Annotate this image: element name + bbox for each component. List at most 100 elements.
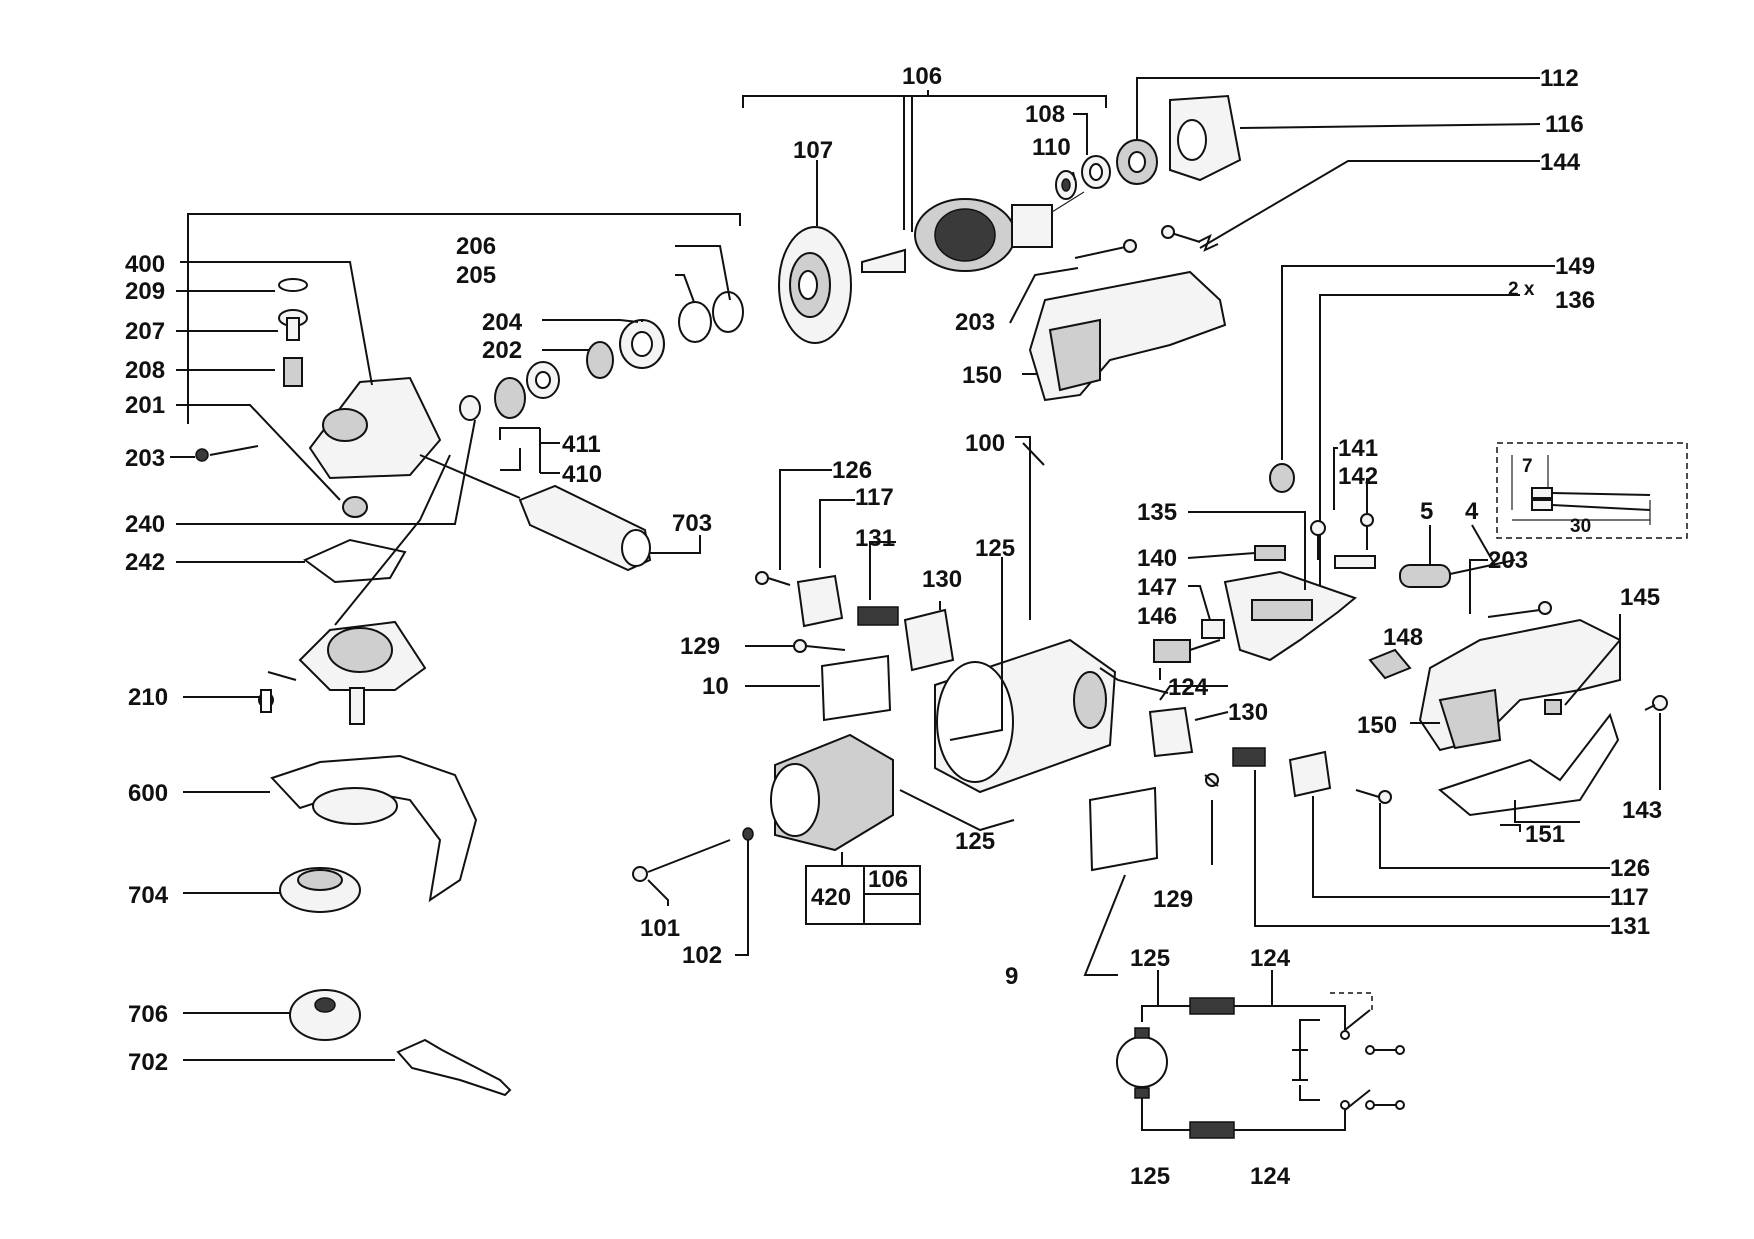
label-131-bot: 131: [1610, 913, 1650, 940]
label-210: 210: [128, 684, 168, 711]
label-150-mid: 150: [1357, 712, 1397, 739]
cap-117-top: [796, 574, 844, 628]
label-112: 112: [1540, 65, 1579, 92]
label-206: 206: [456, 233, 496, 260]
label-146: 146: [1137, 603, 1177, 630]
flange-704: [183, 867, 361, 913]
label-150-top: 150: [962, 362, 1002, 389]
label-108: 108: [1025, 101, 1065, 128]
brush-holder-130-top: [903, 608, 955, 672]
label-129-top: 129: [680, 633, 720, 660]
cord-4: [1449, 559, 1516, 575]
ring-206: [712, 291, 744, 333]
cap-149: [1269, 463, 1295, 493]
label-126-bot: 126: [1610, 855, 1650, 882]
label-242: 242: [125, 549, 165, 576]
label-136: 136: [1555, 287, 1595, 314]
bearing-110: [1055, 170, 1077, 200]
housing-116: [1169, 94, 1242, 182]
stator-420: [770, 733, 894, 852]
label-107: 107: [793, 137, 833, 164]
switch-135: [1223, 570, 1358, 662]
label-240: 240: [125, 511, 165, 538]
label-7: 7: [1522, 456, 1533, 477]
clamp: [1334, 555, 1376, 569]
label-145: 145: [1620, 584, 1660, 611]
screw-126-top: [755, 571, 791, 586]
label-203-left: 203: [125, 445, 165, 472]
bearing-411: [526, 361, 560, 399]
label-124-mid: 124: [1168, 674, 1209, 701]
label-102: 102: [682, 942, 722, 969]
label-144: 144: [1540, 149, 1581, 176]
guard-600: [183, 754, 478, 903]
motor-housing-100: [934, 638, 1117, 794]
label-117-bot: 117: [1610, 884, 1649, 911]
label-142: 142: [1338, 463, 1378, 490]
label-30: 30: [1570, 516, 1591, 537]
wrench-702: [183, 1038, 512, 1097]
part-labels: 106 112 116 144 108 110 107 206 205 204 …: [125, 63, 1662, 1190]
brush-131-top: [857, 606, 899, 626]
label-131-top: 131: [855, 525, 895, 552]
label-209: 209: [125, 278, 165, 305]
label-106-top: 106: [902, 63, 942, 90]
gear-housing: [267, 454, 451, 725]
label-600: 600: [128, 780, 168, 807]
label-124-s2: 124: [1250, 1163, 1291, 1190]
label-101: 101: [640, 915, 680, 942]
screw-129-top: [793, 639, 846, 653]
nut-706: [183, 989, 361, 1041]
gear-107: [778, 226, 852, 344]
plate-9: [1088, 786, 1159, 872]
motor-group: [632, 436, 1610, 976]
label-208: 208: [125, 357, 165, 384]
gear-head-400: [308, 376, 442, 480]
label-203-right: 203: [1488, 547, 1528, 574]
label-4: 4: [1465, 498, 1479, 525]
label-9: 9: [1005, 963, 1018, 990]
screw-203-left: [195, 445, 259, 462]
label-420: 420: [811, 884, 851, 911]
label-130-mid: 130: [1228, 699, 1268, 726]
brush-holder-130-mid: [1148, 706, 1194, 758]
label-411: 411: [562, 431, 601, 458]
label-106-box: 106: [868, 866, 908, 893]
part-147: [1201, 619, 1225, 639]
label-149: 149: [1555, 253, 1595, 280]
spring-208: [283, 357, 303, 387]
button-145: [1544, 614, 1621, 715]
screw-210: [183, 689, 274, 713]
pad-148: [1368, 648, 1412, 680]
label-140: 140: [1137, 545, 1177, 572]
side-handle-703: [419, 454, 701, 572]
handle-150-mid: [1410, 559, 1621, 752]
label-5: 5: [1420, 498, 1433, 525]
label-410: 410: [562, 461, 602, 488]
label-125-top: 125: [975, 535, 1015, 562]
wiring-schematic: [1116, 970, 1405, 1139]
label-125-s2: 125: [1130, 1163, 1170, 1190]
bearing-202: [586, 341, 614, 379]
bearing-204: [619, 319, 665, 369]
label-141: 141: [1338, 435, 1378, 462]
label-151: 151: [1525, 821, 1565, 848]
cable-5: [1399, 564, 1451, 588]
label-148: 148: [1383, 624, 1423, 651]
plate-10: [820, 654, 892, 722]
gasket-242: [303, 538, 407, 584]
screw-143: [1644, 695, 1668, 790]
label-202: 202: [482, 337, 522, 364]
bearing-108: [1081, 155, 1111, 189]
label-2x: 2 x: [1508, 279, 1535, 300]
label-207: 207: [125, 318, 165, 345]
label-10: 10: [702, 673, 729, 700]
label-124-s1: 124: [1250, 945, 1291, 972]
label-110: 110: [1032, 134, 1071, 161]
label-703: 703: [672, 510, 712, 537]
label-116: 116: [1545, 111, 1584, 138]
label-201: 201: [125, 392, 165, 419]
label-702: 702: [128, 1049, 168, 1076]
ring-205: [678, 301, 712, 343]
label-400: 400: [125, 251, 165, 278]
